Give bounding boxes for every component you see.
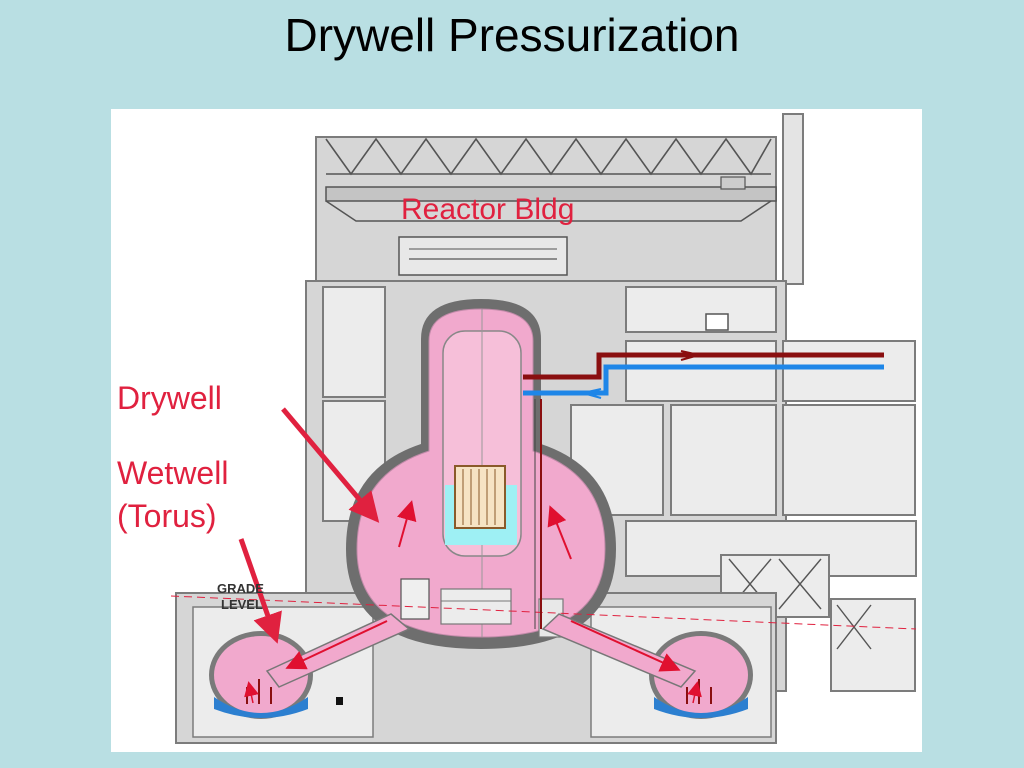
steam-feedwater-lines (523, 350, 884, 629)
wetwell-label: Wetwell (117, 455, 228, 491)
reactor-diagram: Reactor Bldg Drywell Wetwell (Torus) GRA… (117, 113, 917, 744)
slide-title: Drywell Pressurization (284, 9, 740, 61)
drywell-containment (346, 299, 616, 649)
grade-level-label-line1: GRADE (217, 581, 264, 596)
torus-label: (Torus) (117, 498, 217, 534)
wetwell-torus (209, 613, 753, 719)
reactor-building-label: Reactor Bldg (401, 193, 574, 226)
grade-level-line (170, 595, 917, 630)
reactor-building-upper (315, 113, 804, 288)
reactor-diagram-panel: Reactor Bldg Drywell Wetwell (Torus) GRA… (111, 109, 922, 752)
label-pointer-arrows (238, 407, 380, 644)
grade-level-label-line2: LEVEL (221, 597, 263, 612)
drywell-label: Drywell (117, 380, 222, 416)
pressurization-flow-arrows (244, 500, 702, 704)
